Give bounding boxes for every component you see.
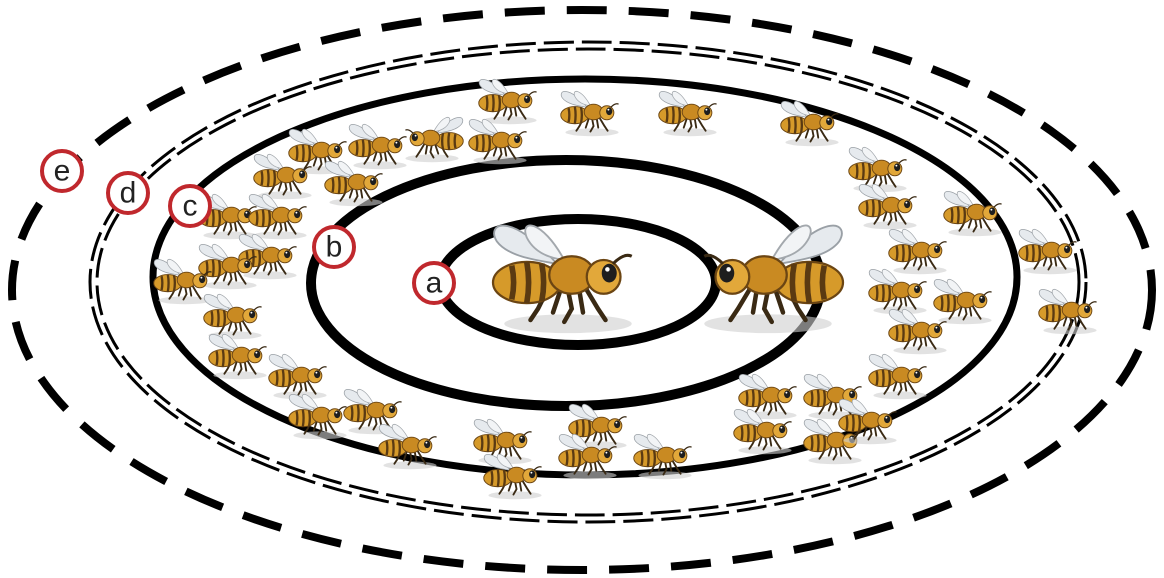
zone-label-b-text: b — [326, 231, 343, 264]
bee-icon — [269, 354, 327, 399]
zone-label-d: d — [108, 173, 148, 213]
center-bee-pair — [493, 225, 843, 333]
bee-icon — [659, 91, 717, 136]
bee-icon — [469, 119, 527, 164]
zone-label-a: a — [414, 263, 454, 303]
bee-icon — [704, 225, 843, 333]
zone-label-b: b — [314, 227, 354, 267]
bee-icon — [209, 334, 267, 379]
bee-icon — [934, 279, 992, 324]
bee-icon — [289, 394, 347, 439]
zone-label-a-text: a — [426, 267, 443, 300]
bee-icon — [405, 117, 463, 162]
bee-icon — [204, 294, 262, 339]
bee-icon — [889, 229, 947, 274]
bee-icon — [869, 269, 927, 314]
zone-label-c: c — [170, 186, 210, 226]
zone-label-c-text: c — [183, 190, 198, 223]
bee-icon — [869, 354, 927, 399]
zone-label-d-text: d — [120, 177, 137, 210]
bee-icon — [1039, 289, 1097, 334]
bee-icon — [379, 424, 437, 469]
bee-icon — [493, 225, 632, 333]
zone-label-e: e — [42, 151, 82, 191]
bee-icon — [479, 79, 537, 124]
bee-icon — [889, 309, 947, 354]
bee-icon — [944, 191, 1002, 236]
bee-icon — [349, 124, 407, 169]
zone-label-e-text: e — [54, 155, 71, 188]
bee-icon — [561, 91, 619, 136]
bee-icon — [249, 194, 307, 239]
